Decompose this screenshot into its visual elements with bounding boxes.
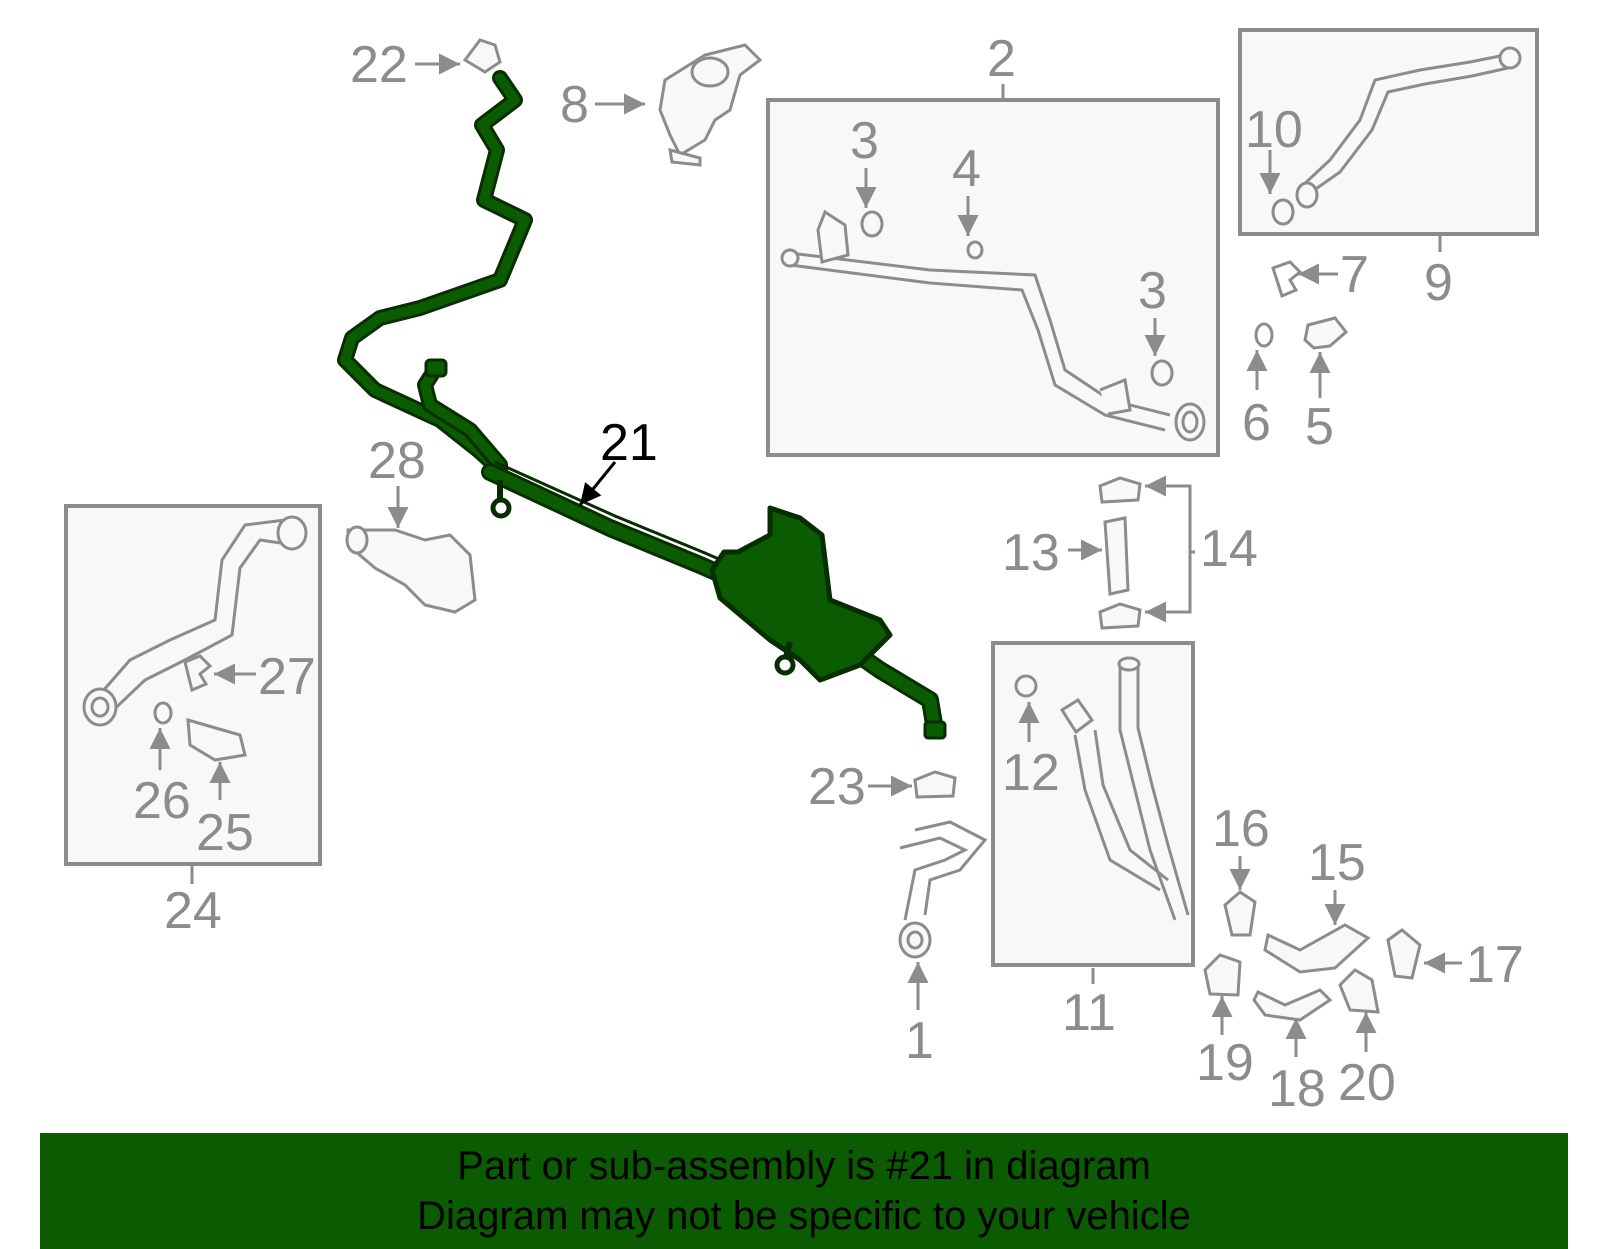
label-25: 25 (196, 804, 254, 862)
label-10: 10 (1245, 101, 1303, 159)
label-3-lower: 3 (1138, 262, 1167, 320)
label-12: 12 (1002, 744, 1060, 802)
part-25-sensor[interactable] (186, 717, 247, 762)
part-8-thermostat-housing[interactable] (658, 43, 763, 167)
part-27-bracket[interactable] (183, 654, 213, 693)
part-19-clamp[interactable] (1203, 953, 1242, 997)
part-2-water-pipe[interactable] (780, 209, 1206, 442)
part-26-seal[interactable] (153, 701, 173, 725)
banner-line-2: Diagram may not be specific to your vehi… (417, 1194, 1191, 1238)
part-16-clamp[interactable] (1223, 890, 1257, 937)
part-23-clamp[interactable] (913, 770, 957, 799)
part-11-pipe[interactable] (1059, 656, 1190, 921)
part-18-hose[interactable] (1252, 988, 1333, 1022)
part-22-clamp[interactable] (462, 38, 502, 74)
part-6-seal[interactable] (1254, 322, 1274, 348)
label-7: 7 (1340, 246, 1369, 304)
part-21-coolant-pipe-assembly[interactable] (337, 70, 947, 740)
part-7-bracket[interactable] (1271, 260, 1303, 299)
label-22: 22 (350, 36, 408, 94)
part-17-clamp[interactable] (1386, 928, 1422, 980)
label-24: 24 (164, 882, 222, 940)
label-27: 27 (258, 648, 316, 706)
label-4: 4 (952, 140, 981, 198)
group-box-9 (1238, 28, 1539, 236)
label-21: 21 (600, 414, 658, 472)
part-20-clamp[interactable] (1338, 968, 1380, 1014)
group-box-11 (991, 641, 1195, 967)
part-3-seal-lower[interactable] (1150, 359, 1174, 387)
label-20: 20 (1338, 1054, 1396, 1112)
part-14-clamp-upper[interactable] (1098, 476, 1142, 504)
leader-lines (149, 53, 1462, 1057)
part-24-hose-assembly[interactable] (82, 515, 308, 727)
label-23: 23 (808, 758, 866, 816)
part-4-seal[interactable] (966, 240, 984, 260)
leader-line-21 (578, 461, 617, 506)
label-5: 5 (1305, 398, 1334, 456)
banner-line-1: Part or sub-assembly is #21 in diagram (457, 1144, 1151, 1188)
label-3-upper: 3 (850, 112, 879, 170)
info-banner: Part or sub-assembly is #21 in diagram D… (40, 1133, 1568, 1249)
label-17: 17 (1466, 936, 1524, 994)
part-9-pipe[interactable] (1295, 46, 1522, 209)
part-12-seal[interactable] (1014, 674, 1038, 698)
label-15: 15 (1308, 834, 1366, 892)
label-1: 1 (905, 1012, 934, 1070)
label-9: 9 (1424, 254, 1453, 312)
part-10-seal[interactable] (1271, 198, 1295, 226)
part-1-hose[interactable] (898, 820, 988, 959)
part-15-hose[interactable] (1263, 923, 1371, 974)
label-19: 19 (1196, 1034, 1254, 1092)
part-13-hose[interactable] (1103, 516, 1130, 596)
part-3-seal-upper[interactable] (860, 210, 884, 238)
label-2: 2 (987, 30, 1016, 88)
label-6: 6 (1242, 394, 1271, 452)
part-28-pipe-flange[interactable] (345, 525, 477, 614)
label-26: 26 (133, 772, 191, 830)
label-13: 13 (1002, 524, 1060, 582)
label-8: 8 (560, 76, 589, 134)
label-16: 16 (1212, 800, 1270, 858)
callout-labels: 22 8 2 3 4 3 10 7 9 6 5 28 13 14 27 26 2… (133, 30, 1524, 1118)
part-14-clamp-lower[interactable] (1098, 602, 1142, 630)
label-11: 11 (1062, 984, 1116, 1042)
label-18: 18 (1268, 1060, 1326, 1118)
label-28: 28 (368, 432, 426, 490)
group-box-2 (766, 98, 1220, 457)
label-14: 14 (1200, 520, 1258, 578)
part-5-sensor[interactable] (1303, 316, 1349, 350)
